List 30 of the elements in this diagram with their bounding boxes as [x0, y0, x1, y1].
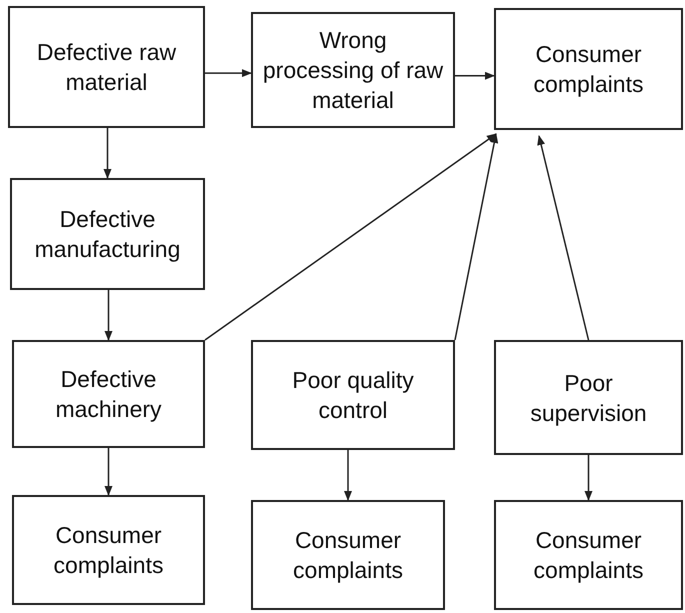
- box-label: Defective machinery: [54, 365, 163, 424]
- process-box: [8, 6, 205, 128]
- process-box: [10, 178, 205, 290]
- box-label: Poor supervision: [529, 368, 648, 428]
- arrow: [584, 455, 592, 501]
- arrow: [104, 128, 112, 179]
- process-box: [12, 340, 205, 448]
- arrow: [204, 133, 497, 341]
- process-box: [494, 500, 683, 610]
- box-label: Consumer complaints: [52, 521, 164, 580]
- process-box: [494, 340, 683, 455]
- arrow: [205, 69, 252, 78]
- box-label: Defective raw material: [36, 38, 178, 97]
- box-label: Consumer complaints: [532, 526, 644, 585]
- process-box: [251, 12, 455, 128]
- process-box: [494, 8, 683, 130]
- arrow: [537, 135, 590, 340]
- process-box: [12, 495, 205, 605]
- arrow: [454, 133, 498, 340]
- arrow: [104, 290, 112, 341]
- box-label: Poor quality control: [291, 366, 415, 425]
- process-box: [251, 340, 455, 450]
- box-label: Consumer complaints: [532, 40, 644, 99]
- arrow: [344, 450, 352, 501]
- process-box: [251, 500, 445, 610]
- box-label: Defective manufacturing: [34, 205, 182, 264]
- box-label: Consumer complaints: [292, 526, 404, 585]
- arrow: [455, 72, 495, 80]
- arrow: [104, 448, 112, 496]
- box-label: Wrong processing of raw material: [262, 26, 444, 115]
